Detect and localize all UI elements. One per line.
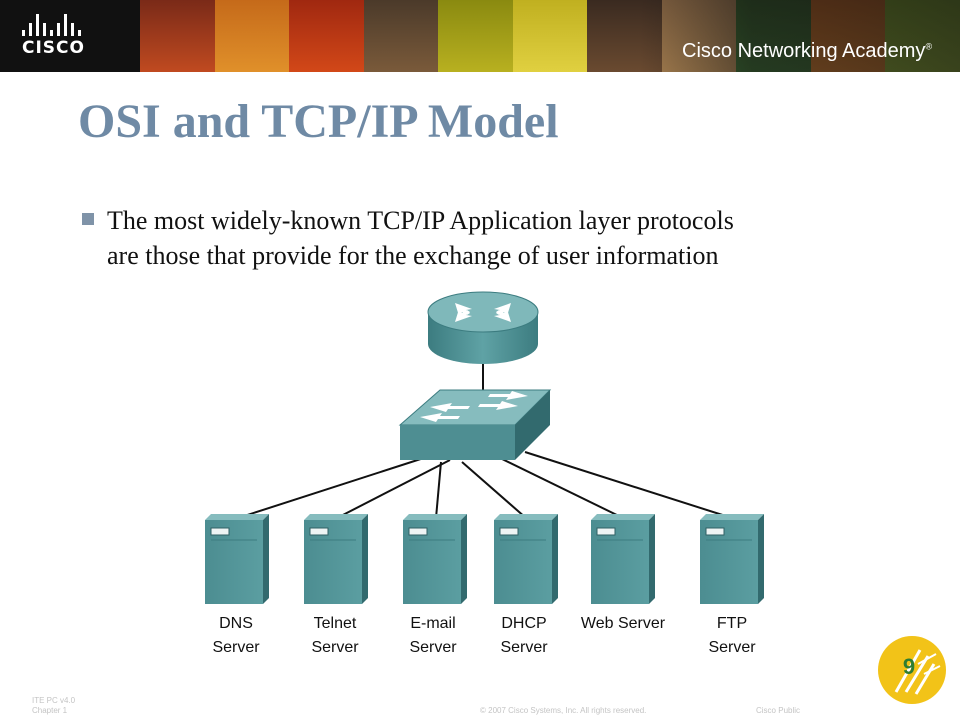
banner-photo: [363, 0, 439, 72]
switch-icon: [398, 389, 552, 460]
trademark-mark: ®: [925, 41, 933, 52]
bullet-text: The most widely-known TCP/IP Application…: [107, 203, 902, 273]
link-email: [435, 461, 442, 519]
header-banner: CISCO Cisco Networking Academy®: [0, 0, 960, 72]
banner-photo: [214, 0, 290, 72]
footer-course: ITE PC v4.0: [32, 696, 76, 705]
server-label-line: FTP: [717, 615, 747, 632]
footer-copyright: © 2007 Cisco Systems, Inc. All rights re…: [480, 706, 647, 715]
server-label-line: Telnet: [314, 615, 357, 632]
router-icon: [427, 291, 539, 364]
server-dns: [205, 514, 269, 604]
server-telnet: [304, 514, 368, 604]
link-web: [499, 457, 624, 519]
link-dns: [237, 455, 431, 519]
footer-chapter: Chapter 1: [32, 706, 68, 715]
banner-photo: [140, 0, 215, 72]
server-label-line: Server: [212, 639, 260, 656]
networking-academy-label: Cisco Networking Academy®: [682, 40, 932, 63]
link-telnet: [336, 459, 451, 519]
banner-photo: [438, 0, 513, 72]
server-label-line: Server: [409, 639, 457, 656]
server-ftp: [700, 514, 764, 604]
footer-classification: Cisco Public: [756, 706, 801, 715]
bullet-point: The most widely-known TCP/IP Application…: [82, 203, 902, 273]
server-links: [237, 451, 733, 519]
cisco-bars-icon: [22, 14, 92, 36]
banner-photo: [512, 0, 588, 72]
page-badge-icon: [878, 636, 946, 704]
link-ftp: [524, 451, 733, 519]
server-label-line: DHCP: [501, 615, 546, 632]
bullet-line: The most widely-known TCP/IP Application…: [107, 206, 734, 235]
link-dhcp: [461, 461, 527, 519]
server-label-line: Server: [500, 639, 548, 656]
academy-text: Cisco Networking Academy: [682, 40, 926, 62]
server-dhcp: [494, 514, 558, 604]
server-label-line: E-mail: [410, 615, 455, 632]
server-label-line: DNS: [219, 615, 253, 632]
banner-photo: [289, 0, 364, 72]
server-email: [403, 514, 467, 604]
banner-shade: [640, 0, 960, 72]
server-label-line: Server: [311, 639, 359, 656]
square-bullet-icon: [82, 213, 94, 225]
cisco-wordmark: CISCO: [22, 38, 85, 58]
cisco-logo: CISCO: [0, 0, 140, 72]
server-label-line: Server: [708, 639, 756, 656]
slide-title: OSI and TCP/IP Model: [78, 95, 559, 148]
bullet-line: are those that provide for the exchange …: [107, 241, 719, 270]
server-web: [591, 514, 655, 604]
page-number: 9: [902, 654, 916, 679]
server-label-line: Web Server: [581, 615, 666, 632]
